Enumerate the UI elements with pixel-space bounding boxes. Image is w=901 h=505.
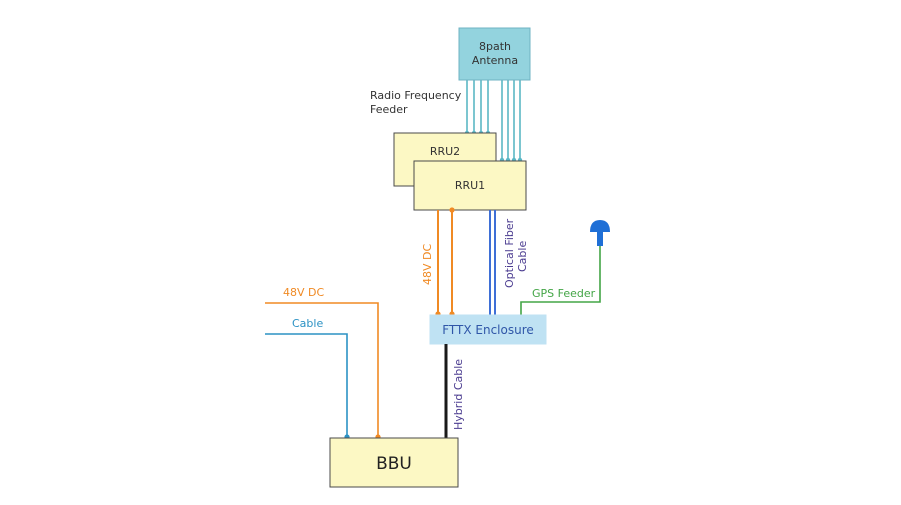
dc-power-line-bbu — [265, 302, 379, 438]
gps-feeder-line — [520, 245, 601, 315]
bbu-label: BBU — [376, 454, 412, 474]
dc-vertical-label: 48V DC — [421, 244, 434, 285]
dc-power-lines-rru — [437, 210, 453, 315]
rru1-label: RRU1 — [455, 179, 485, 192]
rf-feeder-label-line2: Feeder — [370, 103, 408, 116]
rf-feeder-lines-rru1 — [501, 80, 521, 160]
rf-feeder-lines-rru2 — [466, 80, 489, 133]
bbu-box — [329, 437, 459, 488]
optical-fiber-label-line2: Cable — [516, 241, 529, 272]
antenna-label-line2: Antenna — [472, 54, 518, 67]
hybrid-cable-label: Hybrid Cable — [452, 359, 465, 430]
gps-antenna-icon — [590, 220, 610, 246]
fttx-enclosure-box — [429, 314, 547, 345]
antenna-label-line1: 8path — [479, 40, 511, 53]
optical-fiber-lines — [489, 210, 496, 315]
optical-fiber-label-line1: Optical Fiber — [503, 218, 516, 288]
cable-left-label: Cable — [292, 317, 323, 330]
gps-feeder-label: GPS Feeder — [532, 287, 596, 300]
dc-left-label: 48V DC — [283, 286, 324, 299]
rru2-label: RRU2 — [430, 145, 460, 158]
antenna-box — [458, 27, 531, 81]
rf-feeder-label-line1: Radio Frequency — [370, 89, 462, 102]
rru1-box — [413, 160, 527, 211]
cable-line-bbu — [265, 333, 348, 438]
fttx-enclosure-label: FTTX Enclosure — [442, 323, 534, 337]
